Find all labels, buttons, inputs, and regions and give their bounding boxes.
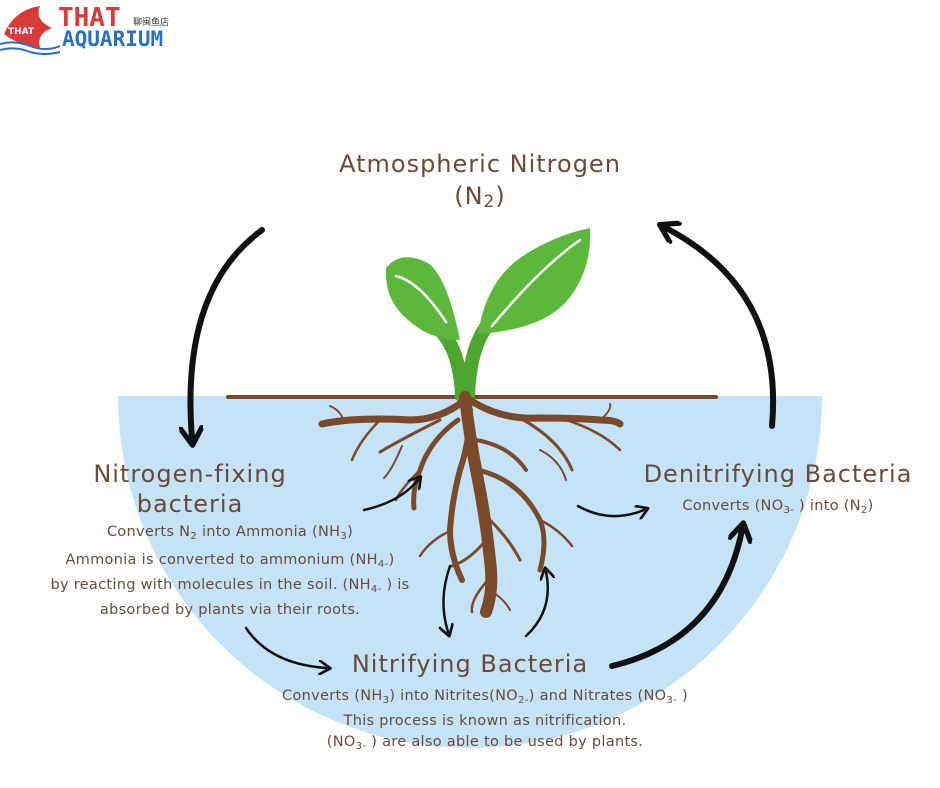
arrow-denitrifying-to-atmosphere: [666, 228, 776, 429]
arrow-fixing-to-nitrifying: [244, 626, 326, 668]
fixing-converts-line: Converts N2 into Ammonia (NH3): [106, 524, 354, 542]
fixing-roots-line: absorbed by plants via their roots.: [99, 602, 361, 618]
arrow-fixing-to-roots: [362, 480, 418, 512]
soil-semicircle: [118, 396, 822, 748]
arrow-nitrifying-to-denitrifying: [609, 530, 742, 669]
arrow-roots-to-nitrifying: [443, 564, 450, 632]
fixing-ammonium-line: Ammonia is converted to ammonium (NH4-): [65, 552, 395, 570]
arrow-roots-to-denitrifying: [576, 506, 644, 516]
logo-text-aquarium: AQUARIUM: [62, 27, 164, 51]
nitrifying-converts-line: Converts (NH3) into Nitrites(NO2-) and N…: [282, 688, 688, 706]
denitrifying-title: Denitrifying Bacteria: [643, 460, 913, 488]
logo-text-that: THAT: [58, 3, 121, 33]
atmospheric-nitrogen-title: Atmospheric Nitrogen: [339, 150, 621, 178]
nitrogen-fixing-title: Nitrogen-fixing bacteria: [93, 460, 287, 518]
arrow-nitrifying-to-roots: [524, 572, 548, 638]
atmospheric-nitrogen-formula: (N2): [454, 182, 506, 211]
nitrifying-title: Nitrifying Bacteria: [351, 650, 589, 678]
arrow-atmosphere-to-fixing: [190, 227, 265, 438]
that-aquarium-logo: THAT THAT 聊闽鱼店 AQUARIUM: [0, 0, 200, 60]
logo-text-chinese: 聊闽鱼店: [133, 18, 170, 28]
fixing-soil-line: by reacting with molecules in the soil. …: [50, 577, 410, 595]
nitrifying-plants-line: (NO3- ) are also able to be used by plan…: [326, 734, 644, 752]
plant-roots: [318, 391, 624, 618]
plant-sprout: [385, 228, 591, 403]
nitrifying-description: Converts (NH3) into Nitrites(NO2-) and N…: [220, 686, 750, 757]
nitrifying-process-line: This process is known as nitrification.: [343, 713, 627, 729]
svg-text:THAT: THAT: [8, 27, 35, 37]
denitrifying-description: Converts (NO3- ) into (N2): [682, 498, 874, 516]
fish-logo-icon: THAT: [0, 6, 61, 55]
nitrogen-fixing-description: Converts N2 into Ammonia (NH3) Ammonia i…: [10, 522, 450, 621]
